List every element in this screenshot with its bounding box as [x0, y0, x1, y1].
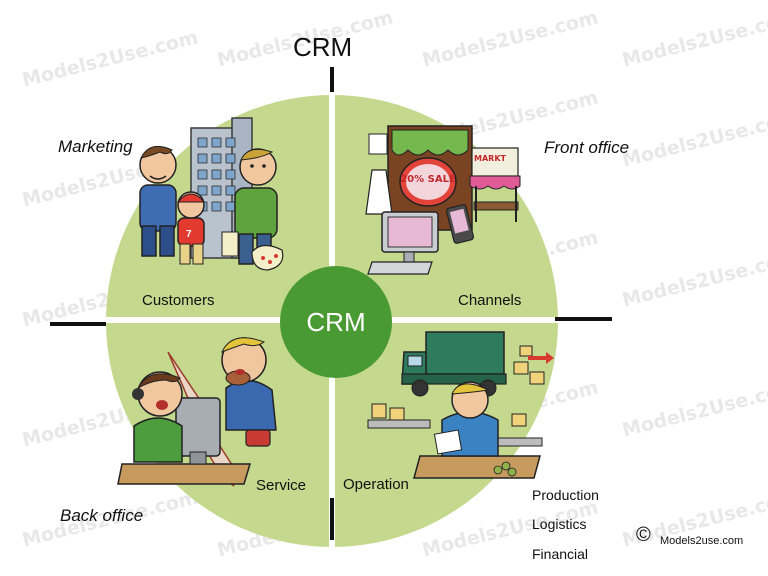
computer-icon	[367, 211, 439, 275]
center-label: CRM	[306, 306, 366, 337]
operation-area-financial: Financial	[532, 546, 589, 562]
label-channels: Channels	[458, 292, 522, 309]
center-circle	[280, 266, 392, 378]
customer-man-blue-icon	[139, 145, 177, 257]
parcel-icon	[371, 345, 545, 427]
channels-illustration: 20% SALE MARKT	[365, 125, 521, 275]
label-customers: Customers	[142, 292, 215, 309]
customers-illustration: 7	[139, 117, 284, 271]
svg-text:7: 7	[186, 229, 192, 240]
diagram-title: CRM	[293, 32, 353, 62]
label-back-office: Back office	[60, 506, 144, 525]
label-operation: Operation	[343, 476, 409, 493]
mobile-phone-icon	[445, 204, 475, 244]
service-illustration	[117, 337, 277, 487]
angry-customer-icon	[221, 337, 277, 447]
coins-icon	[493, 461, 517, 477]
operator-icon	[433, 381, 499, 457]
label-front-office: Front office	[544, 138, 630, 157]
label-marketing: Marketing	[58, 137, 133, 156]
label-service: Service	[256, 477, 307, 494]
customer-man-green-icon	[234, 148, 278, 265]
customer-kid-icon: 7	[176, 191, 206, 265]
shopping-bag-icon	[251, 244, 284, 271]
desk-icon	[117, 463, 252, 485]
operation-area-logistics: Logistics	[532, 516, 587, 532]
desk-icon	[413, 455, 541, 479]
operation-illustration	[367, 331, 554, 479]
market-stall-icon: MARKT	[469, 147, 521, 222]
sale-sign-text: 20% SALE	[400, 174, 456, 185]
conveyor-icon	[367, 419, 431, 429]
svg-text:MARKT: MARKT	[474, 154, 507, 163]
copyright-text: Models2use.com	[660, 535, 744, 547]
shopping-bag-icon	[221, 231, 239, 257]
sale-sign-icon: 20% SALE	[399, 157, 457, 207]
copyright-icon: ©	[636, 524, 651, 546]
operation-area-production: Production	[532, 487, 599, 503]
delivery-truck-icon	[401, 331, 507, 397]
support-agent-icon	[132, 371, 183, 463]
